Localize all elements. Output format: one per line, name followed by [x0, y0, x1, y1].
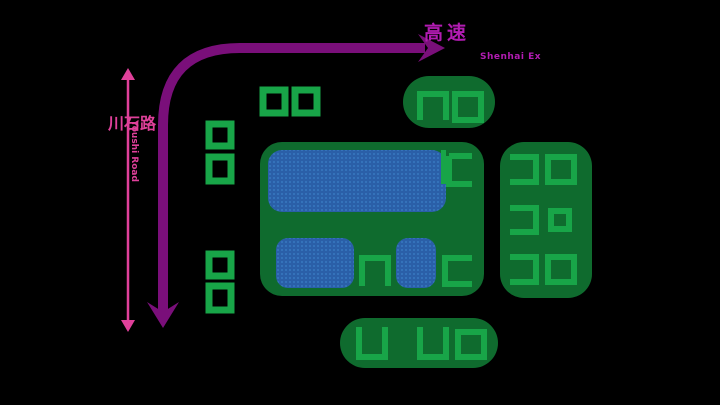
building-group-top	[259, 86, 321, 117]
pond-right	[396, 238, 436, 288]
local-road	[121, 68, 135, 332]
pond-left	[276, 238, 354, 288]
arrow-down-icon	[121, 320, 135, 332]
building-group-left-lower	[205, 250, 235, 314]
arrow-up-icon	[121, 68, 135, 80]
local-road-name-en: Youshi Road	[129, 120, 139, 182]
arrow-right-icon	[418, 34, 445, 62]
building-group-left-upper	[205, 120, 235, 185]
block-right	[500, 142, 592, 298]
pond-large	[268, 150, 446, 212]
arrow-down-icon	[147, 302, 179, 328]
highway	[147, 34, 445, 328]
highway-name-en: Shenhai Ex	[480, 52, 542, 62]
block-center	[260, 142, 484, 296]
highway-name-cn: 高速	[424, 22, 471, 44]
local-road-name-cn: 川石路	[108, 114, 157, 133]
block-top	[403, 76, 495, 128]
block-bottom	[340, 318, 498, 368]
